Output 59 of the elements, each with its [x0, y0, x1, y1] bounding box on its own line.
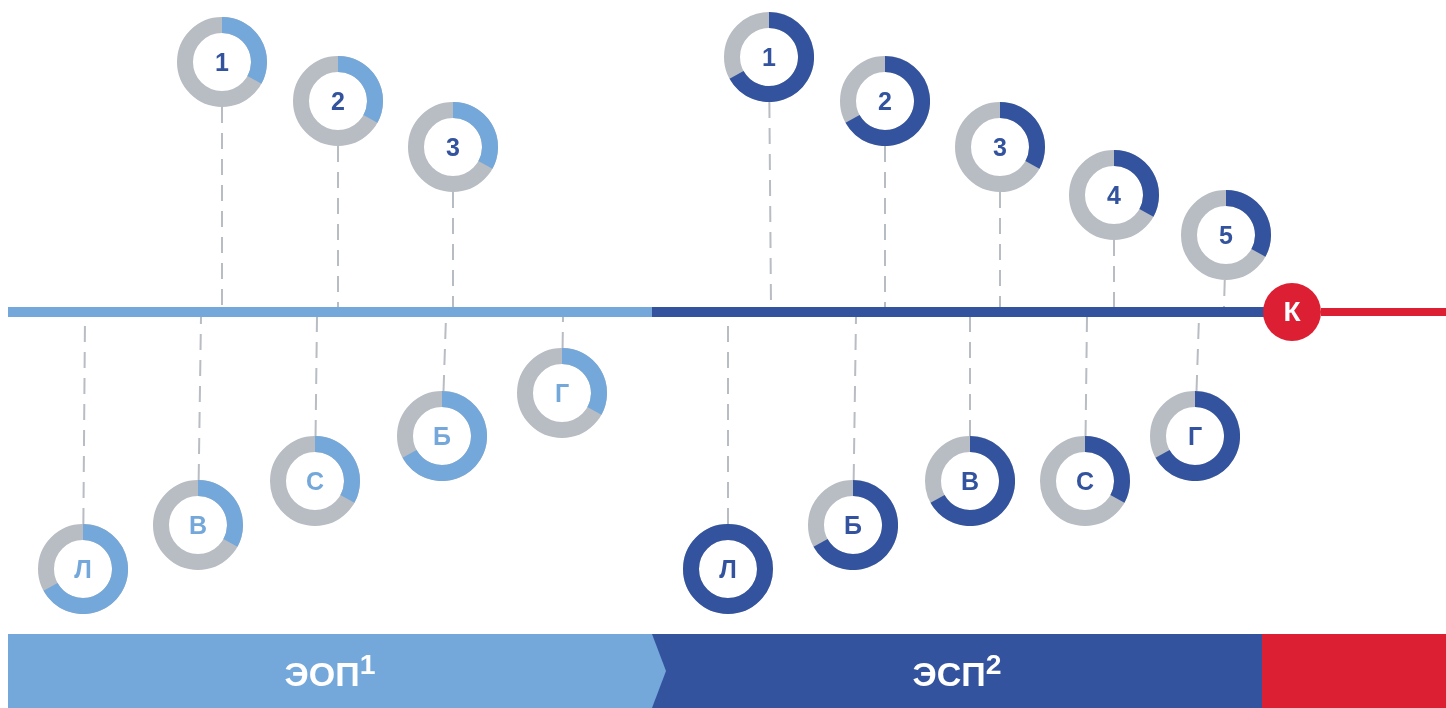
leader-line — [1113, 239, 1115, 308]
milestone-label: К — [1283, 298, 1301, 326]
phase-label: ЭСП$^{2}$ — [912, 650, 1002, 692]
ring-label: Л — [719, 556, 737, 582]
ring-label: 4 — [1107, 182, 1121, 208]
progress-ring — [683, 524, 773, 614]
progress-ring — [808, 480, 898, 570]
progress-ring — [517, 348, 607, 438]
ring-label: В — [188, 512, 208, 538]
progress-ring — [153, 480, 243, 570]
ring-label: Б — [844, 512, 862, 538]
progress-ring — [177, 17, 267, 107]
ring-label: 3 — [993, 134, 1007, 160]
progress-ring — [840, 56, 930, 146]
progress-ring — [293, 56, 383, 146]
timeline-bar — [652, 307, 1265, 317]
leader-line — [852, 316, 857, 481]
ring-label: С — [305, 468, 325, 494]
leader-line — [969, 316, 971, 437]
progress-ring — [1181, 190, 1271, 280]
leader-line — [884, 145, 886, 308]
ring-label: 5 — [1219, 222, 1233, 248]
progress-ring — [724, 12, 814, 102]
leader-line — [1223, 279, 1226, 308]
milestone-circle — [1263, 283, 1321, 341]
ring-label: Г — [1187, 423, 1203, 449]
phase-band — [1262, 634, 1446, 708]
phase-label: ЭОП$^{1}$ — [284, 650, 376, 692]
leader-line — [452, 191, 454, 308]
phase-band — [8, 634, 666, 708]
leader-line — [999, 191, 1001, 308]
phase-band — [652, 634, 1262, 708]
progress-ring — [270, 436, 360, 526]
leader-line — [337, 145, 339, 308]
leader-line — [561, 316, 564, 349]
ring-label: Г — [554, 380, 570, 406]
progress-ring — [1069, 150, 1159, 240]
progress-ring — [38, 524, 128, 614]
timeline-bar — [1321, 308, 1446, 316]
progress-ring — [955, 102, 1045, 192]
progress-ring — [408, 102, 498, 192]
ring-label: 1 — [215, 49, 229, 75]
ring-label: С — [1075, 468, 1095, 494]
ring-label: 1 — [762, 44, 776, 70]
ring-label: 2 — [331, 88, 345, 114]
ring-label: 2 — [878, 88, 892, 114]
leader-line — [1084, 316, 1088, 437]
progress-ring — [925, 436, 1015, 526]
ring-label: Л — [74, 556, 92, 582]
ring-label: Б — [433, 423, 451, 449]
progress-ring — [1150, 391, 1240, 481]
leader-line — [314, 316, 318, 437]
leader-line — [197, 316, 202, 481]
ring-label: В — [960, 468, 980, 494]
progress-ring — [1040, 436, 1130, 526]
ring-label: 3 — [446, 134, 460, 160]
progress-ring — [397, 391, 487, 481]
timeline-bar — [8, 307, 652, 317]
leader-line — [221, 106, 223, 308]
